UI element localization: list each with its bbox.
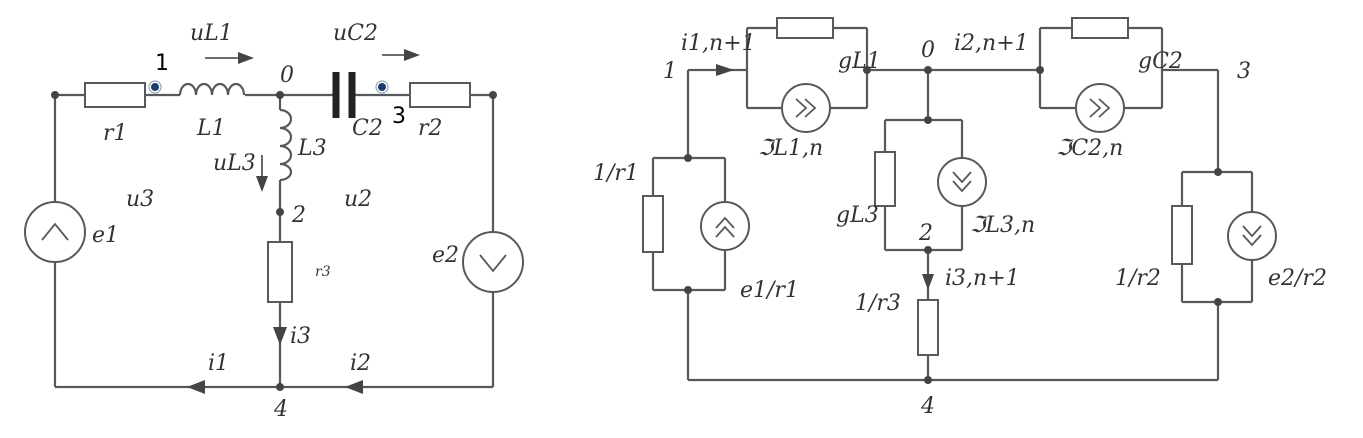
marker-node-1-ring: [148, 80, 162, 94]
marker-node-3: [378, 83, 386, 91]
label-i1: i1: [208, 351, 229, 376]
label-1-r2: 1/r2: [1115, 266, 1161, 291]
marker-node-1: [151, 83, 159, 91]
label-r2: r2: [418, 116, 443, 141]
r-junction-node-0: [924, 66, 932, 74]
label-e1: e1: [92, 223, 119, 248]
conductance-gC2: [1071, 17, 1129, 39]
label-i1n: i1,n+1: [681, 31, 756, 56]
right-node-3-label: 3: [1237, 59, 1251, 84]
label-L1: L1: [196, 116, 226, 141]
label-i2n: i2,n+1: [954, 31, 1029, 56]
label-uL3: uL3: [213, 151, 256, 176]
label-u2: u2: [344, 187, 372, 212]
conductance-1-r1: [642, 195, 664, 253]
left-node-2-label: 2: [291, 203, 306, 228]
label-JL1: ℑL1,n: [758, 136, 823, 161]
junction-node-4: [276, 383, 284, 391]
junction-right-top: [489, 91, 497, 99]
junction-left-top: [51, 91, 59, 99]
source-e2-r2-arrow-icon: [1242, 225, 1262, 247]
label-C2: C2: [352, 116, 383, 141]
label-gL3: gL3: [836, 203, 879, 228]
arrow-i1n-head-icon: [716, 64, 734, 76]
source-e2-arrow-icon: [479, 254, 507, 273]
label-uC2: uC2: [333, 21, 378, 46]
label-u3: u3: [126, 187, 154, 212]
left-node-0-label: 0: [280, 63, 294, 88]
r-junction-d: [1036, 66, 1044, 74]
label-JC2: ℑC2,n: [1056, 136, 1123, 161]
label-r1: r1: [103, 121, 128, 146]
left-node-3-label: 3: [392, 104, 406, 129]
conductance-gL1: [776, 17, 834, 39]
left-node-1-label: 1: [155, 51, 169, 76]
label-e1-r1: e1/r1: [740, 278, 799, 303]
arrow-uL3-head-icon: [256, 176, 268, 192]
label-1-r1: 1/r1: [593, 161, 639, 186]
r-junction-e: [924, 116, 932, 124]
label-i3n: i3,n+1: [945, 266, 1020, 291]
label-i2: i2: [350, 351, 371, 376]
arrow-i3n-head-icon: [922, 274, 934, 290]
arrow-uC2-head-icon: [404, 49, 420, 61]
resistor-r3: [267, 241, 293, 303]
right-node-1-label: 1: [663, 59, 677, 84]
arrow-uL1-head-icon: [238, 52, 254, 64]
source-e1-r1-arrow-icon: [715, 216, 735, 238]
source-e2: [462, 231, 524, 293]
arrow-i1-head-icon: [187, 380, 205, 394]
arrow-i2-head-icon: [345, 380, 363, 394]
label-gL1: gL1: [838, 49, 881, 74]
right-node-0-label: 0: [921, 38, 935, 63]
r-junction-c: [863, 66, 871, 74]
label-i3: i3: [290, 324, 311, 349]
label-r3: r3: [315, 264, 331, 280]
junction-node-0: [276, 91, 284, 99]
label-L3: L3: [297, 136, 327, 161]
right-node-4-label: 4: [920, 394, 935, 419]
label-e2-r2: e2/r2: [1268, 266, 1327, 291]
left-node-4-label: 4: [273, 397, 288, 422]
arrow-i3-head-icon: [273, 327, 287, 345]
r-junction-b: [684, 286, 692, 294]
right-circuit: 1 0 3 2 4 i1,n+1 i2,n+1 i3,n+1 gL1 gC2 g…: [593, 17, 1327, 419]
label-e2: e2: [432, 243, 459, 268]
source-JL1-arrow-icon: [795, 98, 817, 118]
label-1-r3: 1/r3: [855, 291, 901, 316]
conductance-1-r2: [1171, 205, 1193, 265]
r-junction-g: [1214, 298, 1222, 306]
source-e1-arrow-icon: [41, 222, 69, 241]
r-junction-node-2: [924, 246, 932, 254]
source-JL3-arrow-icon: [952, 171, 972, 193]
resistor-r1: [84, 82, 146, 108]
r-junction-a: [684, 154, 692, 162]
marker-node-3-ring: [375, 80, 389, 94]
junction-node-2: [276, 208, 284, 216]
source-JC2-arrow-icon: [1089, 98, 1111, 118]
conductance-gL3: [874, 151, 896, 207]
label-uL1: uL1: [190, 21, 233, 46]
conductance-1-r3: [917, 299, 939, 356]
r-junction-f: [1214, 168, 1222, 176]
source-e1: [24, 201, 86, 263]
left-circuit: 1 0 3 2 4 r1 L1 L3 C2 r2 r3 e1 e2 uL1 uC…: [24, 21, 524, 422]
r-junction-node-4: [924, 376, 932, 384]
inductor-L1: [178, 82, 246, 96]
resistor-r2: [409, 82, 471, 108]
right-node-2-label: 2: [918, 221, 933, 246]
inductor-L3: [279, 108, 293, 182]
label-gC2: gC2: [1138, 49, 1183, 74]
label-JL3: ℑL3,n: [970, 213, 1035, 238]
